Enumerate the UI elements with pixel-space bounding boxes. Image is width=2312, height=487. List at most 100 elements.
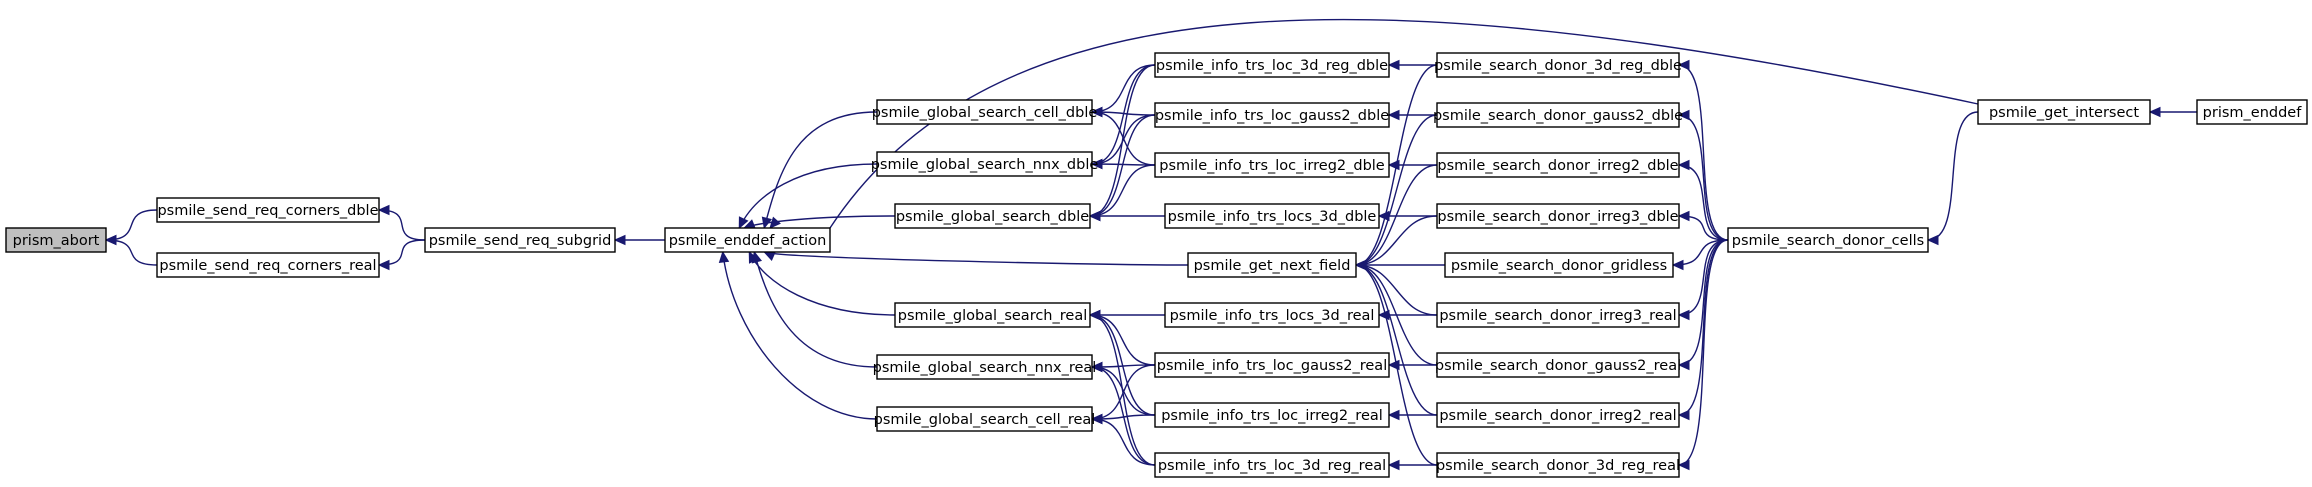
node-sd-gridless[interactable]: psmile_search_donor_gridless [1444,252,1674,278]
node-label: psmile_info_trs_loc_irreg2_real [1161,408,1383,424]
edge-line [1678,239,1729,416]
node-creal[interactable]: psmile_send_req_corners_real [156,252,380,278]
edge-line [378,239,426,266]
node-gs-cell-real[interactable]: psmile_global_search_cell_real [874,406,1096,432]
node-label: psmile_global_search_nnx_real [873,360,1097,376]
node-label: psmile_info_trs_loc_3d_reg_dble [1156,58,1388,74]
edge-gs_nnx_dble-to-enddef_action [738,163,878,230]
edge-info_3dreg_dble-to-gs_dble [1088,64,1156,222]
node-get-intersect[interactable]: psmile_get_intersect [1977,99,2151,125]
node-box [1154,102,1390,128]
node-info-g2-dble[interactable]: psmile_info_trs_loc_gauss2_dble [1154,102,1390,128]
node-info-irr2-dble[interactable]: psmile_info_trs_loc_irreg2_dble [1154,152,1390,178]
edge-creal-to-prism_abort [104,234,158,266]
node-gs-real[interactable]: psmile_global_search_real [894,302,1091,328]
node-label: prism_abort [13,233,100,249]
node-box [1154,152,1390,178]
node-sd-g2-dble[interactable]: psmile_search_donor_gauss2_dble [1433,102,1683,128]
node-box [876,99,1093,125]
node-label: psmile_global_search_nnx_dble [871,157,1099,173]
arrowhead [1090,361,1103,373]
arrowhead [1090,158,1103,170]
node-sd-cells[interactable]: psmile_search_donor_cells [1727,227,1929,253]
arrowhead [1677,359,1690,371]
arrowhead [1387,59,1400,71]
node-box [876,151,1093,177]
node-sd-irr2-dble[interactable]: psmile_search_donor_irreg2_dble [1436,152,1680,178]
arrowhead [751,250,763,264]
node-label: psmile_search_donor_gauss2_dble [1433,108,1683,124]
node-box [1164,203,1380,229]
node-gs-cell-dble[interactable]: psmile_global_search_cell_dble [872,99,1098,125]
node-sd-g2-real[interactable]: psmile_search_donor_gauss2_real [1435,352,1681,378]
node-box [1436,452,1680,478]
node-prism-enddef[interactable]: prism_enddef [2196,99,2308,125]
edge-line [748,251,896,316]
edge-gs_nnx_real-to-enddef_action [751,250,878,368]
node-sd-irr3-dble[interactable]: psmile_search_donor_irreg3_dble [1436,203,1680,229]
arrowhead [1387,459,1400,471]
node-prism-abort[interactable]: prism_abort [5,227,107,253]
node-label: psmile_global_search_dble [896,209,1089,225]
arrowhead [377,259,390,271]
node-label: psmile_search_donor_3d_reg_dble [1434,58,1682,74]
node-box [664,227,831,253]
edge-line [1089,164,1156,217]
edge-line [1091,64,1156,113]
node-cdble[interactable]: psmile_send_req_corners_dble [156,197,380,223]
edge-line [1678,239,1729,466]
node-info-3dreg-dble[interactable]: psmile_info_trs_loc_3d_reg_dble [1154,52,1390,78]
edge-line [1678,114,1729,241]
edge-sd_irr2_real-to-info_irr2_real [1387,409,1437,421]
node-info-g2-real[interactable]: psmile_info_trs_loc_gauss2_real [1154,352,1390,378]
edge-line [1355,264,1438,366]
node-box [1977,99,2151,125]
node-box [1164,302,1380,328]
node-box [1187,252,1357,278]
edge-subgrid-to-cdble [377,204,426,241]
node-box [1436,52,1680,78]
node-gs-dble[interactable]: psmile_global_search_dble [894,203,1091,229]
node-sd-3dreg-real[interactable]: psmile_search_donor_3d_reg_real [1436,452,1680,478]
node-subgrid[interactable]: psmile_send_req_subgrid [424,227,616,253]
node-gs-nnx-real[interactable]: psmile_global_search_nnx_real [873,354,1097,380]
edge-sd_cells-to-sd_irr3_real [1677,239,1729,321]
node-info-locs3d-dble[interactable]: psmile_info_trs_locs_3d_dble [1164,203,1380,229]
node-box [424,227,616,253]
edge-sd_cells-to-sd_irr2_real [1677,239,1729,421]
node-sd-irr2-real[interactable]: psmile_search_donor_irreg2_real [1436,402,1680,428]
node-label: psmile_search_donor_irreg3_dble [1437,209,1678,225]
node-label: psmile_send_req_corners_real [159,258,376,274]
node-label: psmile_search_donor_irreg2_real [1439,408,1676,424]
edge-line [1355,114,1438,266]
node-box [1436,203,1680,229]
node-label: psmile_search_donor_irreg2_dble [1437,158,1678,174]
node-label: psmile_search_donor_gauss2_real [1435,358,1681,374]
node-enddef-action[interactable]: psmile_enddef_action [664,227,831,253]
edge-line [1089,314,1156,416]
node-sd-3dreg-dble[interactable]: psmile_search_donor_3d_reg_dble [1434,52,1682,78]
edge-line [1355,64,1438,266]
arrowhead [738,216,749,230]
edge-line [1091,64,1156,165]
node-sd-irr3-real[interactable]: psmile_search_donor_irreg3_real [1436,302,1680,328]
edge-line [1091,114,1156,165]
edge-line [1355,264,1438,416]
node-box [156,252,380,278]
node-info-irr2-real[interactable]: psmile_info_trs_loc_irreg2_real [1154,402,1390,428]
edge-line [1091,418,1156,466]
arrowhead [1387,109,1400,121]
edge-line [753,251,878,368]
arrowhead [1354,259,1367,271]
node-info-locs3d-real[interactable]: psmile_info_trs_locs_3d_real [1164,302,1380,328]
graph-nodes: prism_abortpsmile_send_req_corners_dblep… [5,52,2308,478]
node-next-field[interactable]: psmile_get_next_field [1187,252,1357,278]
node-gs-nnx-dble[interactable]: psmile_global_search_nnx_dble [871,151,1099,177]
edge-line [1672,239,1729,266]
edge-info_3dreg_real-to-gs_nnx_real [1090,361,1156,466]
node-info-3dreg-real[interactable]: psmile_info_trs_loc_3d_reg_real [1154,452,1390,478]
node-label: psmile_info_trs_loc_gauss2_real [1157,358,1387,374]
node-label: psmile_get_intersect [1989,105,2139,121]
edge-sd_3dreg_dble-to-info_3dreg_dble [1387,59,1437,71]
